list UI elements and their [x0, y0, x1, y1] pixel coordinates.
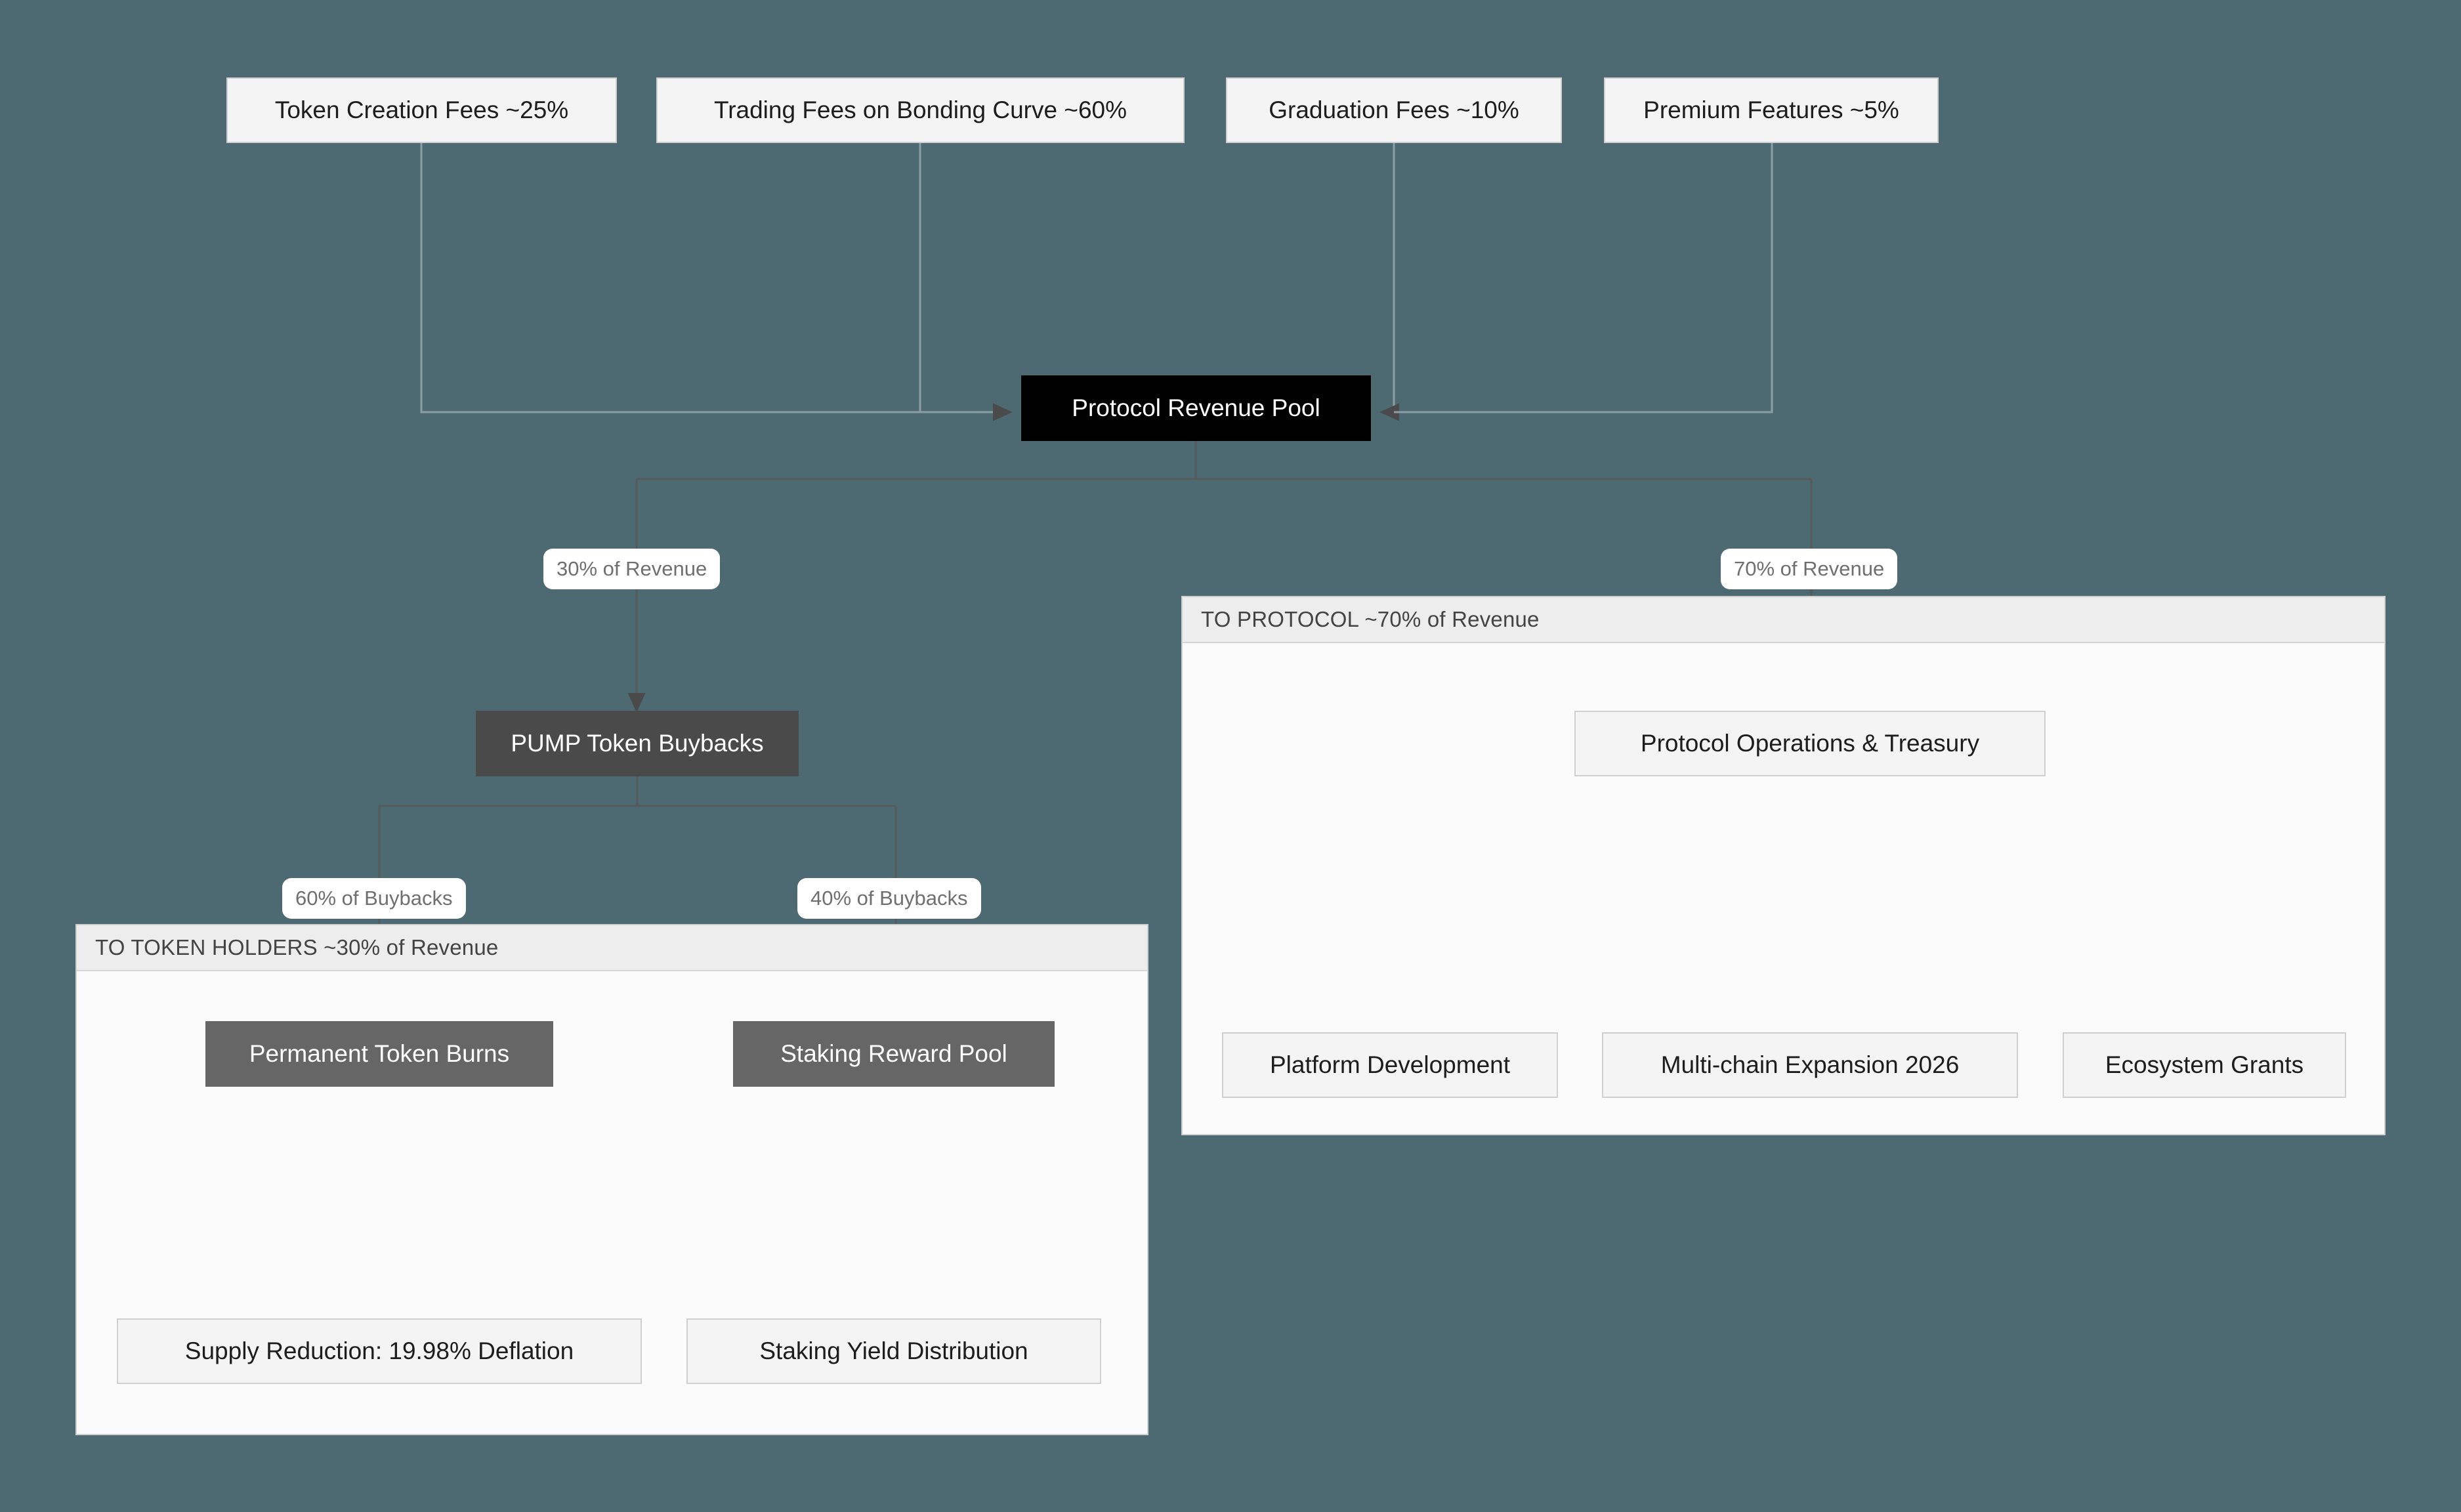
- edge-graduation-to-pool: [1379, 143, 1399, 421]
- edge-premium-to-pool: [1394, 143, 1773, 413]
- node-supply-reduction[interactable]: Supply Reduction: 19.98% Deflation: [117, 1318, 642, 1384]
- node-label: Supply Reduction: 19.98% Deflation: [184, 1337, 574, 1364]
- node-label: Staking Reward Pool: [780, 1040, 1007, 1067]
- node-ecosystem-grants[interactable]: Ecosystem Grants: [2063, 1032, 2346, 1098]
- node-label: Staking Yield Distribution: [759, 1337, 1028, 1364]
- edge-label-60-buybacks: 60% of Buybacks: [282, 878, 466, 919]
- node-label: Platform Development: [1269, 1051, 1511, 1078]
- node-trading-fees[interactable]: Trading Fees on Bonding Curve ~60%: [656, 77, 1185, 143]
- node-label: Permanent Token Burns: [249, 1040, 510, 1067]
- node-label: Ecosystem Grants: [2105, 1051, 2304, 1078]
- node-staking-reward-pool[interactable]: Staking Reward Pool: [733, 1021, 1055, 1087]
- node-label: Multi-chain Expansion 2026: [1660, 1051, 1960, 1078]
- node-label: Trading Fees on Bonding Curve ~60%: [713, 96, 1127, 123]
- node-label: Token Creation Fees ~25%: [274, 96, 569, 123]
- node-protocol-operations-treasury[interactable]: Protocol Operations & Treasury: [1574, 711, 2046, 776]
- cluster-protocol-title: TO PROTOCOL ~70% of Revenue: [1183, 597, 2384, 643]
- edge-token-creation-to-pool: [420, 143, 1013, 421]
- node-platform-development[interactable]: Platform Development: [1222, 1032, 1558, 1098]
- node-premium-features[interactable]: Premium Features ~5%: [1604, 77, 1939, 143]
- edge-label-text: 70% of Revenue: [1734, 557, 1885, 580]
- edge-label-text: 60% of Buybacks: [295, 887, 453, 910]
- edge-label-70-revenue: 70% of Revenue: [1721, 549, 1898, 589]
- cluster-token-holders-title: TO TOKEN HOLDERS ~30% of Revenue: [77, 925, 1147, 971]
- edge-label-text: 30% of Revenue: [557, 557, 707, 580]
- node-label: Premium Features ~5%: [1643, 96, 1899, 123]
- edge-label-40-buybacks: 40% of Buybacks: [797, 878, 981, 919]
- node-label: Protocol Revenue Pool: [1072, 394, 1320, 421]
- node-label: Graduation Fees ~10%: [1269, 96, 1519, 123]
- node-staking-yield-distribution[interactable]: Staking Yield Distribution: [686, 1318, 1101, 1384]
- node-protocol-revenue-pool[interactable]: Protocol Revenue Pool: [1021, 375, 1371, 441]
- node-multichain-expansion[interactable]: Multi-chain Expansion 2026: [1602, 1032, 2018, 1098]
- node-permanent-token-burns[interactable]: Permanent Token Burns: [205, 1021, 553, 1087]
- node-pump-token-buybacks[interactable]: PUMP Token Buybacks: [476, 711, 799, 776]
- node-graduation-fees[interactable]: Graduation Fees ~10%: [1226, 77, 1562, 143]
- edge-label-30-revenue: 30% of Revenue: [543, 549, 721, 589]
- edge-label-text: 40% of Buybacks: [810, 887, 968, 910]
- node-label: PUMP Token Buybacks: [511, 729, 764, 757]
- node-token-creation-fees[interactable]: Token Creation Fees ~25%: [226, 77, 617, 143]
- node-label: Protocol Operations & Treasury: [1640, 729, 1980, 757]
